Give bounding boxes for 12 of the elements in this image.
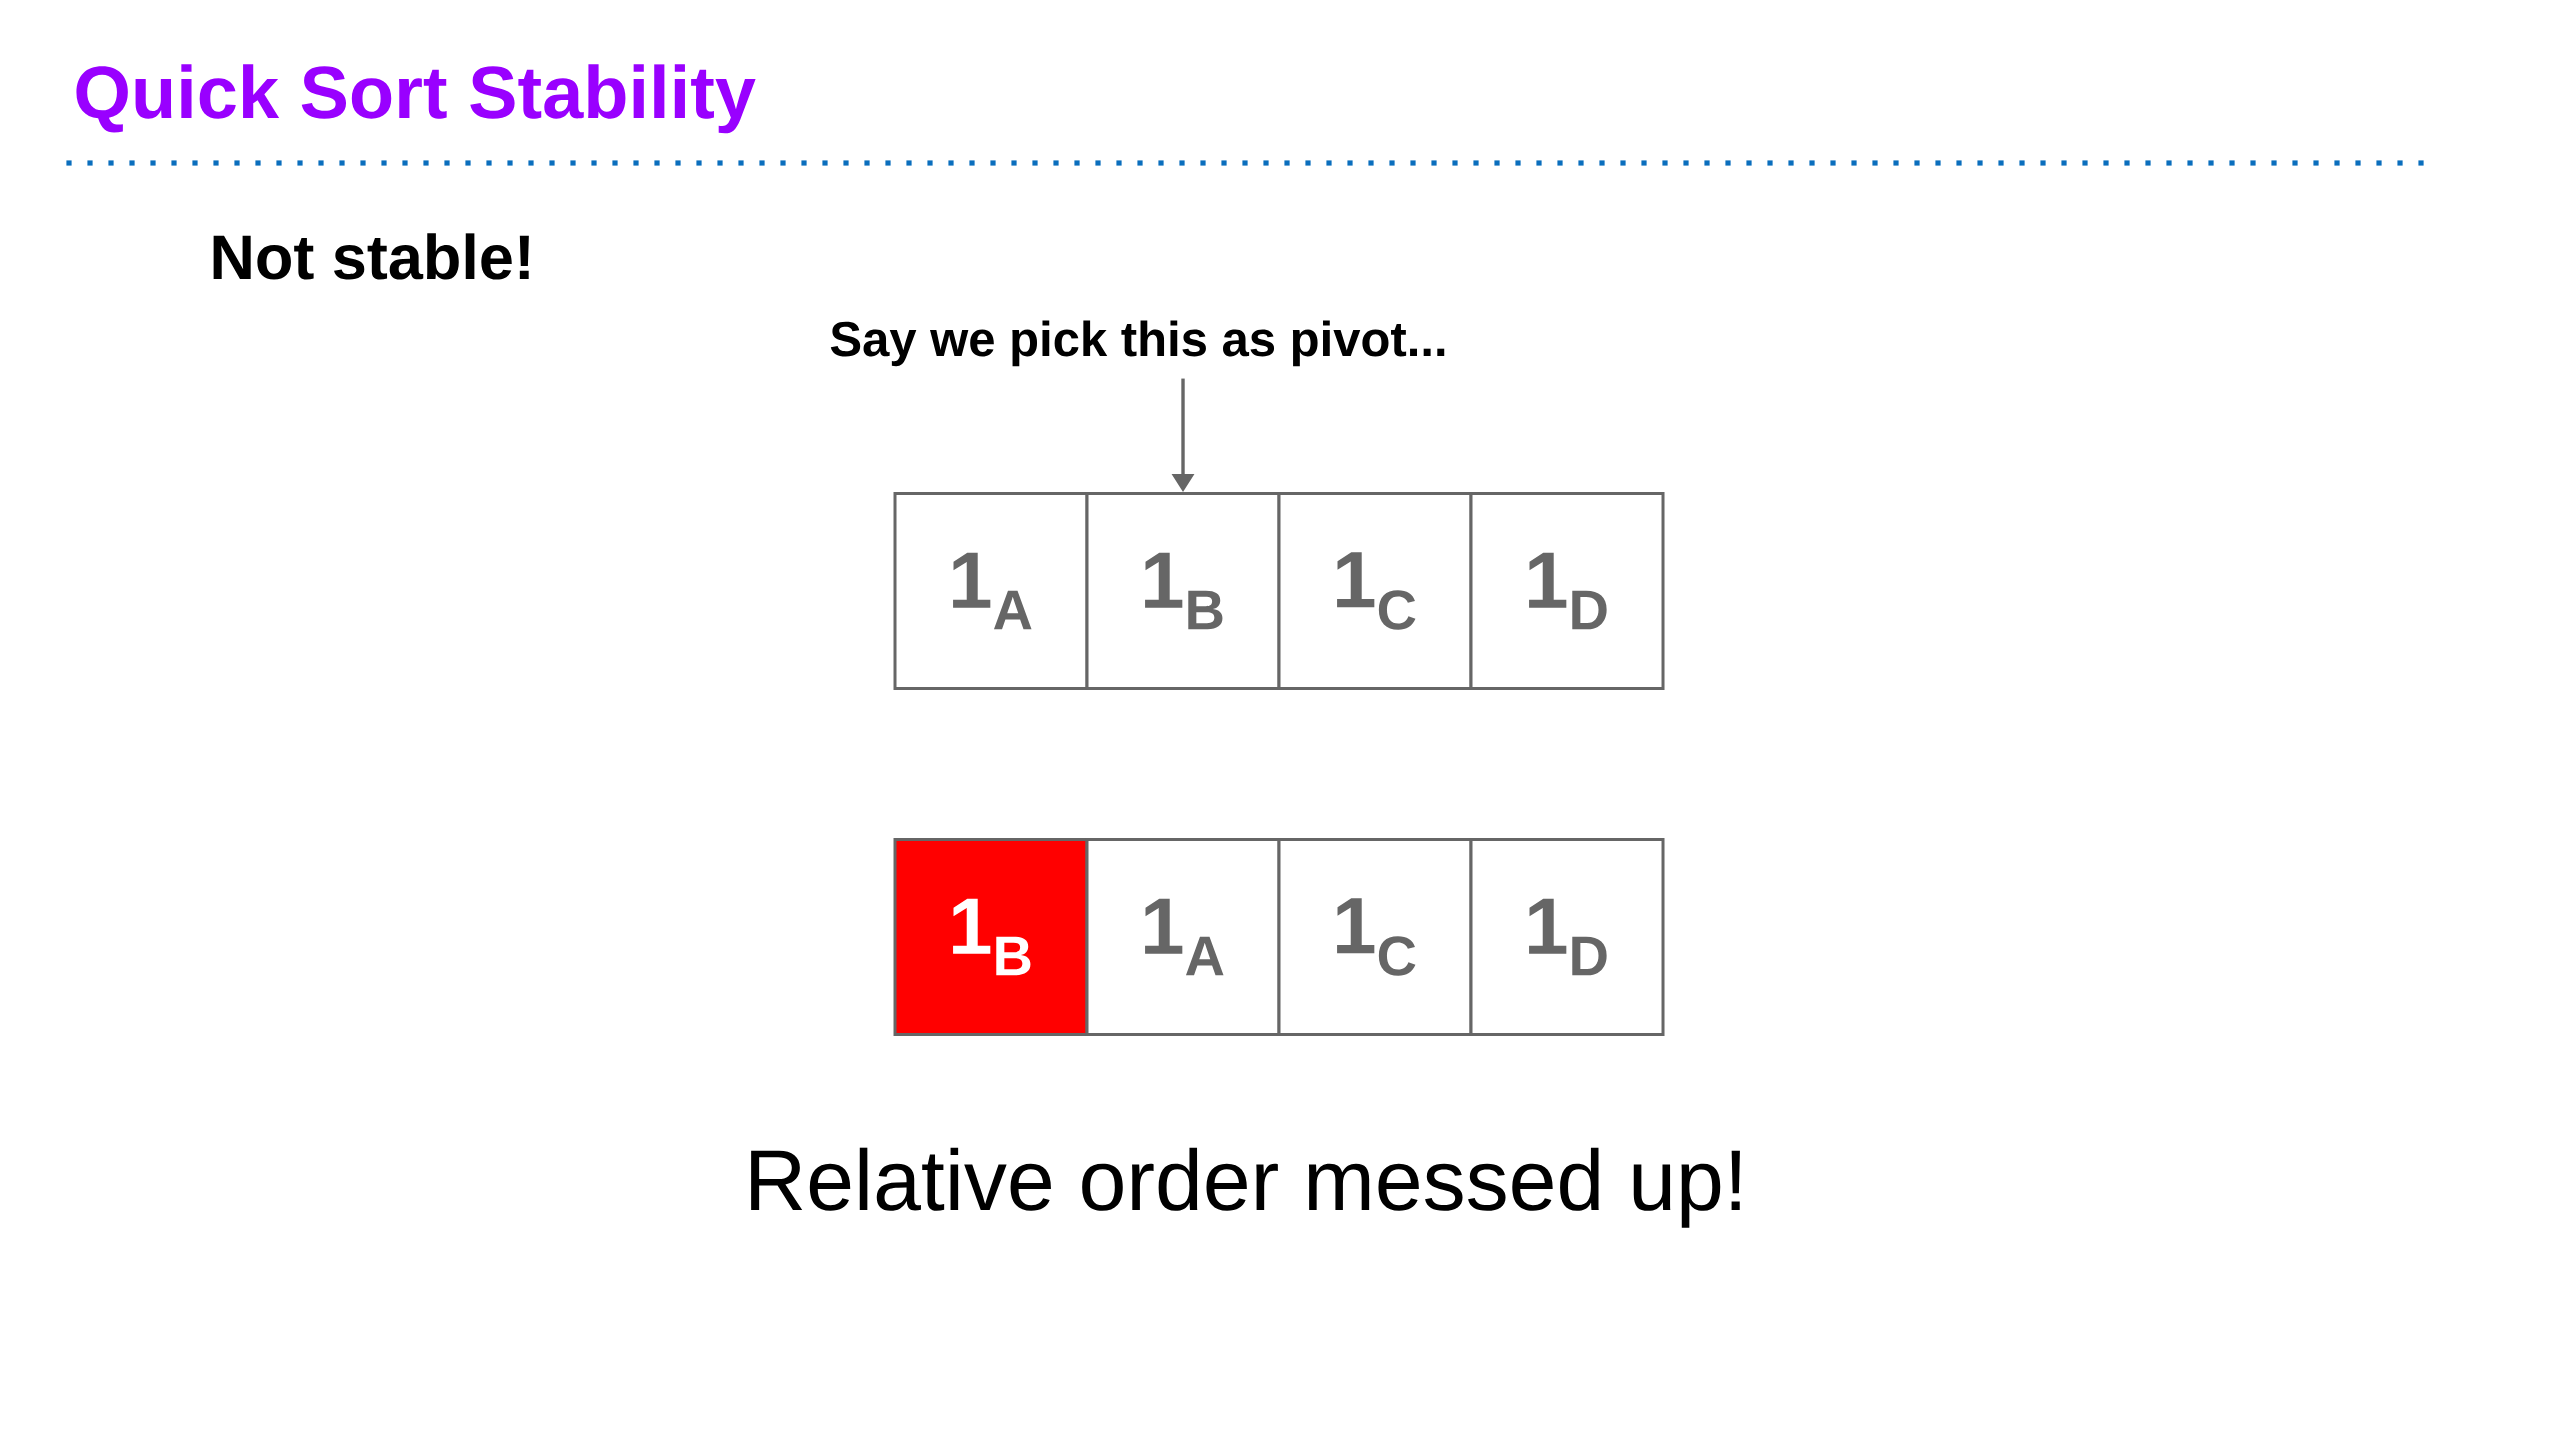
subheading: Not stable! [213,233,529,280]
array-cell: 1$_{A}$ [893,492,1089,690]
array-cell: 1$_{D}$ [1469,492,1665,690]
annotation-text: Say we pick this as pivot... [830,320,1445,367]
array-cell: 1$_{B}$ [893,838,1089,1036]
array-cell: 1$_{A}$ [1085,838,1281,1036]
title: Quick Sort Stability [76,64,756,134]
array-cell: 1$_{B}$ [1085,492,1281,690]
array-cell: 1$_{D}$ [1469,838,1665,1036]
conclusion-text: Relative order messed up! [751,1147,1740,1228]
array-cell: 1$_{C}$ [1277,492,1473,690]
array-cell: 1$_{C}$ [1277,838,1473,1036]
